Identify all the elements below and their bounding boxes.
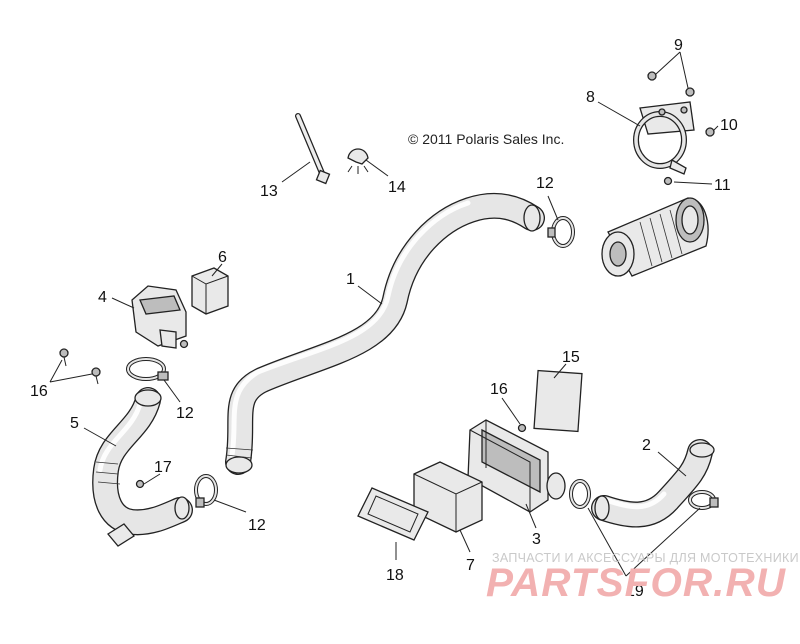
part-8-bracket-strap [633, 101, 695, 175]
part-12-clamp-bottom [194, 474, 218, 508]
part-2-outlet-hose [591, 439, 715, 528]
callout-2: 2 [642, 437, 651, 454]
watermark-brand: PARTSFOR.RU [486, 561, 786, 605]
part-4-breather-box [131, 285, 189, 349]
callout-10: 10 [720, 117, 738, 134]
callout-17: 17 [154, 459, 172, 476]
callout-8: 8 [586, 89, 595, 106]
callout-18: 18 [386, 567, 404, 584]
copyright-text: © 2011 Polaris Sales Inc. [408, 131, 564, 147]
callout-16-center: 16 [490, 381, 508, 398]
part-10-screw [705, 127, 715, 137]
callout-19: 19 [626, 583, 644, 600]
part-5-breather-hose [92, 387, 193, 547]
part-19-clamp-right [688, 490, 719, 510]
air-filter-element [601, 197, 709, 277]
part-11-nut [663, 176, 673, 186]
callout-13: 13 [260, 183, 278, 200]
part-12-clamp-left [126, 357, 169, 381]
part-9-screws [647, 71, 695, 97]
part-3-airbox-housing [467, 419, 566, 513]
callout-11: 11 [714, 177, 731, 194]
callout-16-left: 16 [30, 383, 48, 400]
part-14-clip [347, 148, 369, 174]
part-13-tie-strap [295, 113, 331, 185]
callout-12-bottom: 12 [248, 517, 266, 534]
callout-1: 1 [346, 271, 355, 288]
part-6-foam-block [191, 267, 229, 315]
leader-lines [49, 51, 719, 577]
watermark: ЗАПЧАСТИ И АКСЕССУАРЫ ДЛЯ МОТОТЕХНИКИ PA… [486, 551, 799, 605]
callout-12-left: 12 [176, 405, 194, 422]
callout-6: 6 [218, 249, 227, 266]
callout-7: 7 [466, 557, 475, 574]
part-16-screws-left [59, 348, 101, 385]
part-16-screw-center [517, 423, 527, 433]
callout-12-top: 12 [536, 175, 554, 192]
callout-9: 9 [674, 37, 683, 54]
part-1-intake-duct [225, 192, 545, 475]
callout-15: 15 [562, 349, 580, 366]
part-18-gasket-frame [357, 487, 429, 541]
watermark-subtitle: ЗАПЧАСТИ И АКСЕССУАРЫ ДЛЯ МОТОТЕХНИКИ [492, 551, 799, 565]
part-12-clamp-top [547, 216, 575, 248]
callout-4: 4 [98, 289, 107, 306]
callout-3: 3 [532, 531, 541, 548]
part-19-clamp [569, 479, 591, 509]
part-17-screw [135, 479, 145, 489]
part-15-decal [533, 369, 583, 433]
callout-5: 5 [70, 415, 79, 432]
callout-14: 14 [388, 179, 406, 196]
